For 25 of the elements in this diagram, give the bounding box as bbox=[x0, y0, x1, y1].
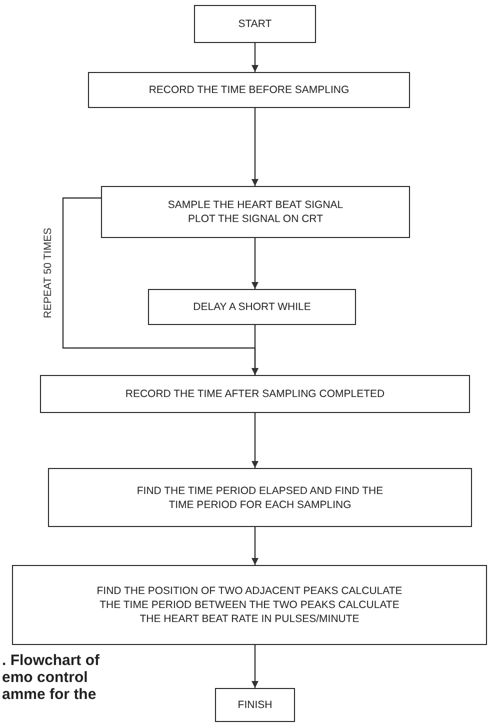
process-box bbox=[148, 289, 356, 325]
arrow bbox=[252, 108, 258, 186]
edge-label: REPEAT 50 TIMES bbox=[42, 228, 54, 318]
caption: . Flowchart of emo control amme for the bbox=[2, 652, 100, 703]
arrow bbox=[252, 238, 258, 289]
step-text: FIND THE TIME PERIOD ELAPSED AND FIND THE TIME PERIOD FOR EACH SAMPLING bbox=[136, 484, 384, 512]
step-text: RECORD THE TIME AFTER SAMPLING COMPLETED bbox=[125, 387, 385, 401]
process-box bbox=[88, 72, 410, 108]
process-box bbox=[48, 468, 472, 527]
step-text: DELAY A SHORT WHILE bbox=[193, 300, 311, 314]
process-box bbox=[194, 5, 316, 43]
arrow bbox=[252, 43, 258, 72]
process-box bbox=[40, 375, 470, 413]
step-text: SAMPLE THE HEART BEAT SIGNAL PLOT THE SIGNAL ON CRT bbox=[166, 198, 344, 226]
step-text: FINISH bbox=[238, 698, 272, 712]
arrow bbox=[62, 197, 258, 375]
step-text: RECORD THE TIME BEFORE SAMPLING bbox=[148, 83, 350, 97]
process-box bbox=[215, 688, 295, 722]
process-box bbox=[101, 186, 410, 238]
arrow bbox=[252, 527, 258, 565]
process-box bbox=[12, 565, 487, 645]
arrow bbox=[252, 413, 258, 468]
step-text: FIND THE POSITION OF TWO ADJACENT PEAKS CALCULATE THE TIME PERIOD BETWEEN THE TWO PEAKS CALCULATE THE HEART BEAT RATE IN PULSES/MINUTE bbox=[96, 584, 404, 626]
step-text: START bbox=[238, 17, 272, 31]
arrow bbox=[252, 645, 258, 688]
